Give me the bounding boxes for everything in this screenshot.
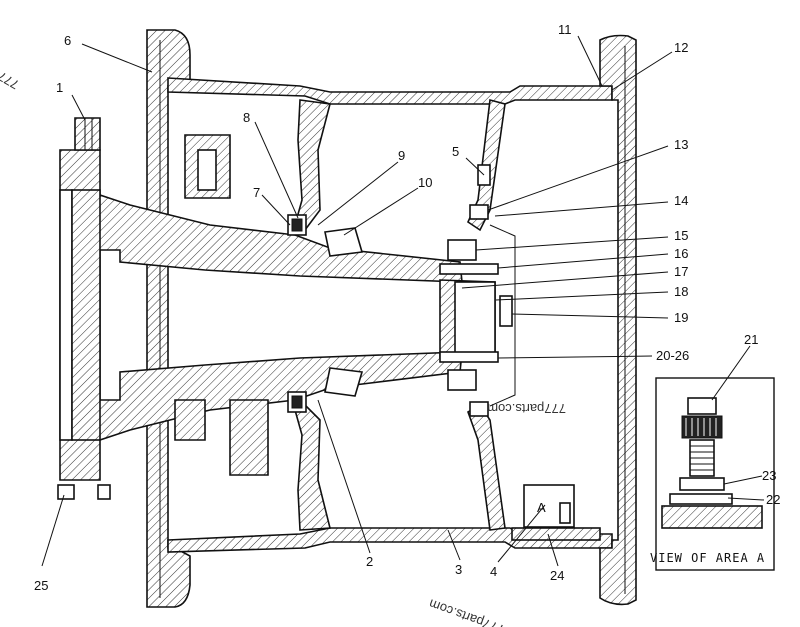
callout-15: 15 [674,228,688,243]
watermark-top-left: 777 [0,69,22,93]
callout-13: 13 [674,137,688,152]
callout-5: 5 [452,144,459,159]
bearing-cone-upper [324,227,364,257]
disc-upper-spoke [294,99,332,232]
callout-22: 22 [766,492,780,507]
cover-plate [454,281,496,358]
callout-17: 17 [674,264,688,279]
callout-6: 6 [64,33,71,48]
callout-19: 19 [674,310,688,325]
callout-24: 24 [550,568,564,583]
disc-lower-spoke [294,404,332,531]
callout-9: 9 [398,148,405,163]
callout-20-26: 20-26 [656,348,689,363]
callout-labels: 1 2 3 4 5 6 7 8 9 10 11 12 13 14 15 16 1… [34,22,780,593]
watermark-bottom: 777parts.com [427,596,506,627]
callout-7: 7 [253,185,260,200]
callout-8: 8 [243,110,250,125]
wheel-disc [294,98,506,531]
bearings [287,214,477,413]
detail-caption: VIEW OF AREA A [650,551,765,565]
callout-25: 25 [34,578,48,593]
callout-11: 11 [558,22,572,37]
wheel-stud-bottom [57,484,75,500]
rim-right-flange [599,34,637,606]
callout-12: 12 [674,40,688,55]
rim [146,29,637,608]
leader-lines [41,35,765,567]
callout-1: 1 [56,80,63,95]
wheel-stud-bottom-2 [97,484,111,500]
callout-2: 2 [366,554,373,569]
plug [499,295,513,327]
bolt-lower-cap [469,401,489,417]
valve-washer [669,493,733,505]
hub-cap [489,224,516,407]
bolt-13 [469,204,489,220]
hub-mount-flange-hatch [71,189,101,441]
callout-18: 18 [674,284,688,299]
wheel-stud-top [74,117,101,151]
callout-14: 14 [674,193,688,208]
bearing-cone-lower [324,367,364,397]
disc-lower-right-spoke [467,403,506,531]
rim-left-flange [146,29,191,608]
detail-view-area-a: VIEW OF AREA A [650,377,775,571]
rim-section [661,505,763,529]
rim-top-band [167,77,613,105]
area-marker: A [537,500,546,515]
hub [57,117,463,500]
valve-nut [679,477,725,491]
callout-4: 4 [490,564,497,579]
valve-cap [687,397,717,415]
hub-mount-flange [59,189,73,441]
hub-lower-block [229,399,269,476]
bearing-lower-right [447,369,477,391]
spindle-cap [439,164,516,417]
bearing-cup-upper [447,239,477,261]
area-a-box: A [511,484,601,541]
callout-16: 16 [674,246,688,261]
bolt-upper [439,263,499,275]
callout-3: 3 [455,562,462,577]
callout-23: 23 [762,468,776,483]
bolt-lower [439,351,499,363]
watermark-center: 777parts.com [487,401,566,416]
callout-10: 10 [418,175,432,190]
callout-21: 21 [744,332,758,347]
